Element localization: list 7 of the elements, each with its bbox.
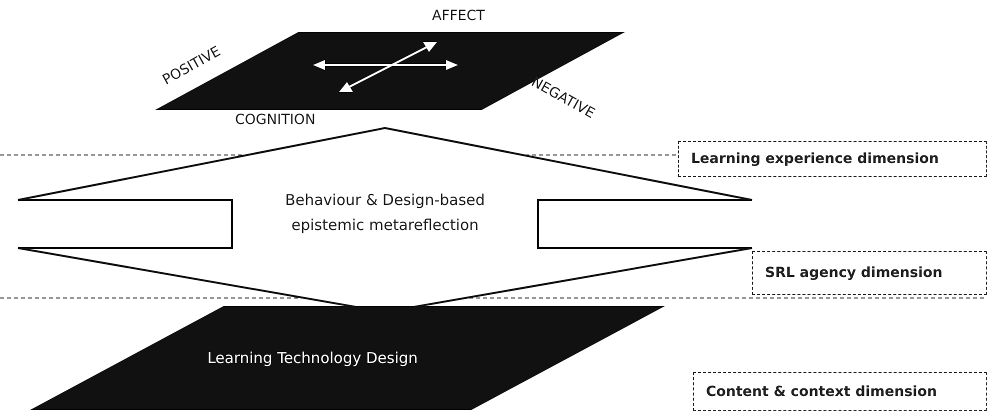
axis-label: COGNITION xyxy=(235,112,316,128)
dimension-label: SRL agency dimension xyxy=(752,251,987,295)
axis-label: AFFECT xyxy=(432,8,485,24)
dimension-label: Content & context dimension xyxy=(693,372,987,411)
node-text: Learning Technology Design xyxy=(207,348,418,367)
dimension-label: Learning experience dimension xyxy=(678,141,987,177)
node-text: Behaviour & Design-based epistemic metareflection xyxy=(285,190,485,236)
